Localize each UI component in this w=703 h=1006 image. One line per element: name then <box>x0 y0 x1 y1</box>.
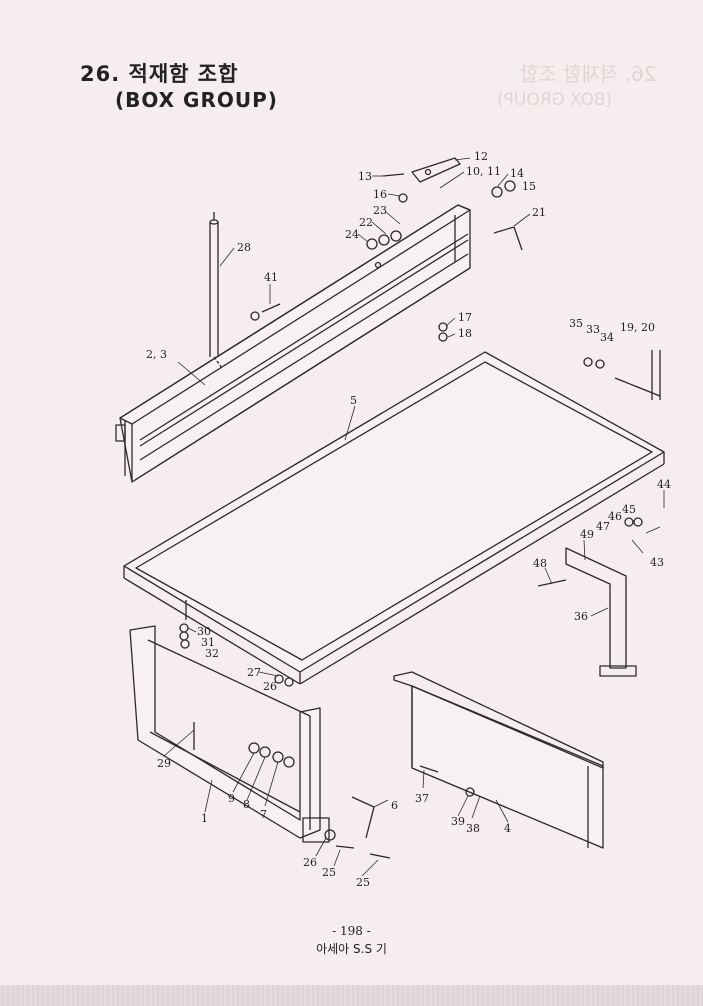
page-subtitle: (BOX GROUP) <box>115 88 278 112</box>
callout-24: 24 <box>345 228 359 241</box>
page-number: - 198 - <box>332 924 371 938</box>
callout-13: 13 <box>358 170 372 183</box>
lock-lever <box>614 350 661 400</box>
callout-6: 6 <box>391 799 398 812</box>
callout-43: 43 <box>650 556 664 569</box>
callout-21: 21 <box>532 206 546 219</box>
callout-37: 37 <box>415 792 429 805</box>
callout-44: 44 <box>657 478 671 491</box>
callout-49: 49 <box>580 528 594 541</box>
callout-41: 41 <box>264 271 278 284</box>
callout-23: 23 <box>373 204 387 217</box>
callout-47: 47 <box>596 520 610 533</box>
callout-35: 35 <box>569 317 583 330</box>
callout-45: 45 <box>622 503 636 516</box>
leader-lines <box>163 157 665 877</box>
callout-16: 16 <box>373 188 387 201</box>
callout-17: 17 <box>458 311 472 324</box>
callout-27: 27 <box>247 666 261 679</box>
callout-32: 32 <box>205 647 219 660</box>
callout-48: 48 <box>533 557 547 570</box>
callout-18: 18 <box>458 327 472 340</box>
callout-33: 33 <box>586 323 600 336</box>
callout-38: 38 <box>466 822 480 835</box>
callout-5: 5 <box>350 394 357 407</box>
callout-2-3: 2, 3 <box>146 348 167 361</box>
callout-19-20: 19, 20 <box>620 321 655 334</box>
callout-12: 12 <box>474 150 488 163</box>
callout-26-lower: 26 <box>303 856 317 869</box>
rear-side-panel <box>115 204 471 483</box>
callout-4: 4 <box>504 822 511 835</box>
callout-25-left: 25 <box>322 866 336 879</box>
page-title: 26. 적재함 조합 <box>80 62 239 86</box>
callout-46: 46 <box>608 510 622 523</box>
callout-31: 31 <box>201 636 215 649</box>
floor-frame <box>123 351 665 685</box>
callout-29: 29 <box>157 757 171 770</box>
handle-crank <box>493 226 523 251</box>
callout-26-upper: 26 <box>263 680 277 693</box>
vertical-pin-rod <box>209 212 223 369</box>
support-stand <box>565 547 637 677</box>
callout-28: 28 <box>237 241 251 254</box>
callout-25-right: 25 <box>356 876 370 889</box>
callout-9: 9 <box>228 792 235 805</box>
callout-34: 34 <box>600 331 614 344</box>
callout-8: 8 <box>243 798 250 811</box>
callout-39: 39 <box>451 815 465 828</box>
callout-10-11: 10, 11 <box>466 165 501 178</box>
callout-labels: 12 13 10, 11 14 15 16 23 22 24 21 28 41 … <box>146 150 671 889</box>
callout-7: 7 <box>260 808 267 821</box>
callout-30: 30 <box>197 625 211 638</box>
front-gate <box>129 625 330 843</box>
fasteners <box>179 173 643 859</box>
callout-14: 14 <box>510 167 524 180</box>
callout-36: 36 <box>574 610 588 623</box>
page-footer: 아세아 S.S 기 <box>316 942 387 956</box>
right-side-gate <box>393 671 604 849</box>
callout-15: 15 <box>522 180 536 193</box>
scan-edge-strip <box>0 985 703 1006</box>
callout-1: 1 <box>201 812 208 825</box>
hinge-bracket <box>411 157 461 183</box>
callout-22: 22 <box>359 216 373 229</box>
